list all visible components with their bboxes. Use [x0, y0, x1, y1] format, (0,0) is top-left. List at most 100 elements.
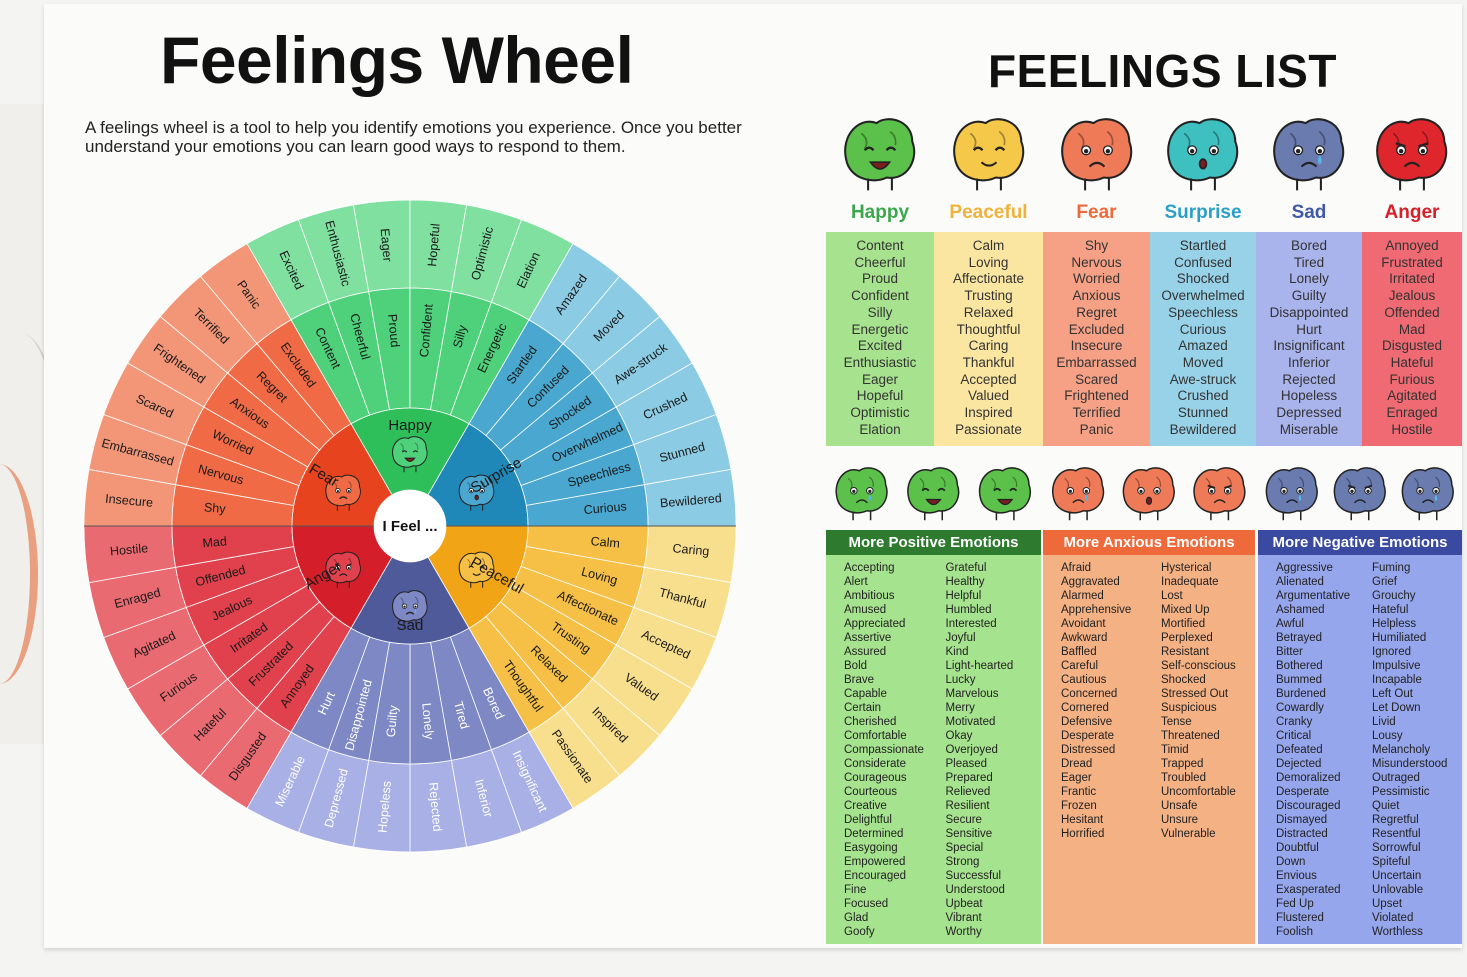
- emotion-word: Careful: [1061, 660, 1099, 672]
- emotion-word: Vulnerable: [1161, 828, 1216, 840]
- feelings-list-item: Confident: [851, 288, 909, 304]
- emotion-word: Regretful: [1372, 814, 1419, 826]
- peaceful-brain-icon: [952, 118, 1024, 191]
- emotion-word: Mixed Up: [1161, 604, 1210, 616]
- emotion-word: Assertive: [844, 632, 892, 644]
- emotion-word: Empowered: [844, 856, 906, 868]
- group-mascots: [1258, 462, 1462, 530]
- feelings-list-item: Scared: [1075, 371, 1118, 387]
- feelings-list-item: Terrified: [1072, 405, 1121, 421]
- anger-brain-icon: [1376, 118, 1448, 191]
- feelings-list-item: Hostile: [1391, 421, 1433, 437]
- emotion-word: Focused: [844, 898, 889, 910]
- emotion-word: Misunderstood: [1372, 758, 1448, 770]
- emotion-word: Outraged: [1372, 772, 1420, 784]
- emotion-word: Creative: [844, 800, 887, 812]
- emotion-word: Discouraged: [1276, 800, 1341, 812]
- emotion-word: Melancholy: [1372, 744, 1431, 756]
- wheel-core-label: Happy: [388, 417, 432, 434]
- emotion-word: Grateful: [945, 562, 987, 574]
- emotion-word: Distressed: [1061, 744, 1116, 756]
- emotion-word: Relieved: [945, 786, 991, 798]
- emotion-word: Uncertain: [1372, 870, 1422, 882]
- emotion-word: Avoidant: [1061, 618, 1106, 630]
- emotion-word: Trapped: [1161, 758, 1204, 770]
- emotion-word: Kind: [945, 646, 969, 658]
- emotion-word: Left Out: [1372, 688, 1413, 700]
- emotion-word: Fed Up: [1276, 898, 1314, 910]
- feelings-list-item: Startled: [1179, 238, 1227, 253]
- emotion-word: Resistant: [1161, 646, 1209, 658]
- happy-mascot-icon: [844, 118, 916, 191]
- emotion-word: Exasperated: [1276, 884, 1341, 896]
- emotion-word: Distracted: [1276, 828, 1328, 840]
- emotion-word: Mortified: [1161, 618, 1206, 630]
- emotion-word: Incapable: [1372, 674, 1422, 686]
- emotion-group-heading: More Negative Emotions: [1258, 530, 1462, 555]
- feelings-list-item: Accepted: [960, 371, 1017, 387]
- feelings-list-item: Curious: [1179, 321, 1227, 337]
- emotion-word: Helpful: [945, 590, 982, 602]
- wheel-outer-label: Insecure: [105, 492, 154, 510]
- emotion-word: Betrayed: [1276, 632, 1323, 644]
- emotion-word: Violated: [1372, 912, 1414, 924]
- emotion-word: Troubled: [1161, 772, 1206, 784]
- feelings-list-item: Thoughtful: [956, 321, 1021, 337]
- emotion-word: Cowardly: [1276, 702, 1324, 714]
- wheel-outer-label: Hopeless: [375, 780, 393, 833]
- feelings-list-item: Depressed: [1276, 405, 1342, 421]
- wheel-inner-label: Lonely: [419, 702, 436, 741]
- emotion-word: Concerned: [1061, 688, 1118, 700]
- emotion-group-heading: More Anxious Emotions: [1043, 530, 1255, 555]
- feelings-list-item: Moved: [1182, 354, 1224, 370]
- wheel-inner-label: Silly: [450, 323, 470, 349]
- emotion-word: Capable: [844, 688, 887, 700]
- column-heading: Anger: [1384, 202, 1440, 223]
- sad-brain-icon: [1273, 118, 1345, 191]
- feelings-list-item: Mad: [1398, 321, 1426, 337]
- emotion-word: Sorrowful: [1372, 842, 1421, 854]
- small-brain-icon: [1333, 467, 1386, 521]
- emotion-word: Upset: [1372, 898, 1403, 910]
- emotion-word: Marvelous: [945, 688, 999, 700]
- surprise-mascot-icon: [1167, 118, 1239, 191]
- emotion-group-heading: More Positive Emotions: [826, 530, 1041, 555]
- emotion-word: Hateful: [1372, 604, 1409, 616]
- emotion-word: Burdened: [1276, 688, 1326, 700]
- wheel-outer-label: Hopeful: [425, 223, 443, 267]
- emotion-word: Okay: [945, 730, 973, 742]
- wheel-outer-label: Eager: [378, 228, 395, 262]
- feelings-list-item: Frustrated: [1381, 254, 1443, 270]
- column-heading: Surprise: [1164, 202, 1242, 223]
- column-mascot: Sad: [1259, 110, 1359, 230]
- emotion-word: Afraid: [1061, 562, 1092, 574]
- emotion-word: Horrified: [1061, 828, 1105, 840]
- feelings-list-item: Disgusted: [1381, 338, 1443, 354]
- feelings-list-item: Offended: [1384, 304, 1440, 320]
- feelings-list-item: Anxious: [1072, 288, 1121, 304]
- feelings-list-item: Bored: [1290, 238, 1328, 253]
- emotion-word: Worthy: [945, 926, 982, 938]
- emotion-word: Alarmed: [1061, 590, 1104, 602]
- group-mascots: [826, 462, 1041, 530]
- emotion-word: Bitter: [1276, 646, 1303, 658]
- side-edge-arc-colored: [0, 464, 38, 684]
- feelings-list-item: Insecure: [1070, 338, 1123, 354]
- feelings-list-item: Enthusiastic: [843, 354, 917, 370]
- emotion-word: Awkward: [1061, 632, 1108, 644]
- emotion-word: Ambitious: [844, 590, 895, 602]
- small-brain-icon: [1265, 467, 1318, 521]
- group-mascots-icon: [1051, 467, 1246, 521]
- feelings-list-item: Nervous: [1071, 254, 1122, 270]
- emotion-word: Overjoyed: [945, 744, 998, 756]
- column-mascot: Fear: [1047, 110, 1147, 230]
- emotion-word: Encouraged: [844, 870, 907, 882]
- emotion-word: Determined: [844, 828, 904, 840]
- emotion-word: Fine: [844, 884, 867, 896]
